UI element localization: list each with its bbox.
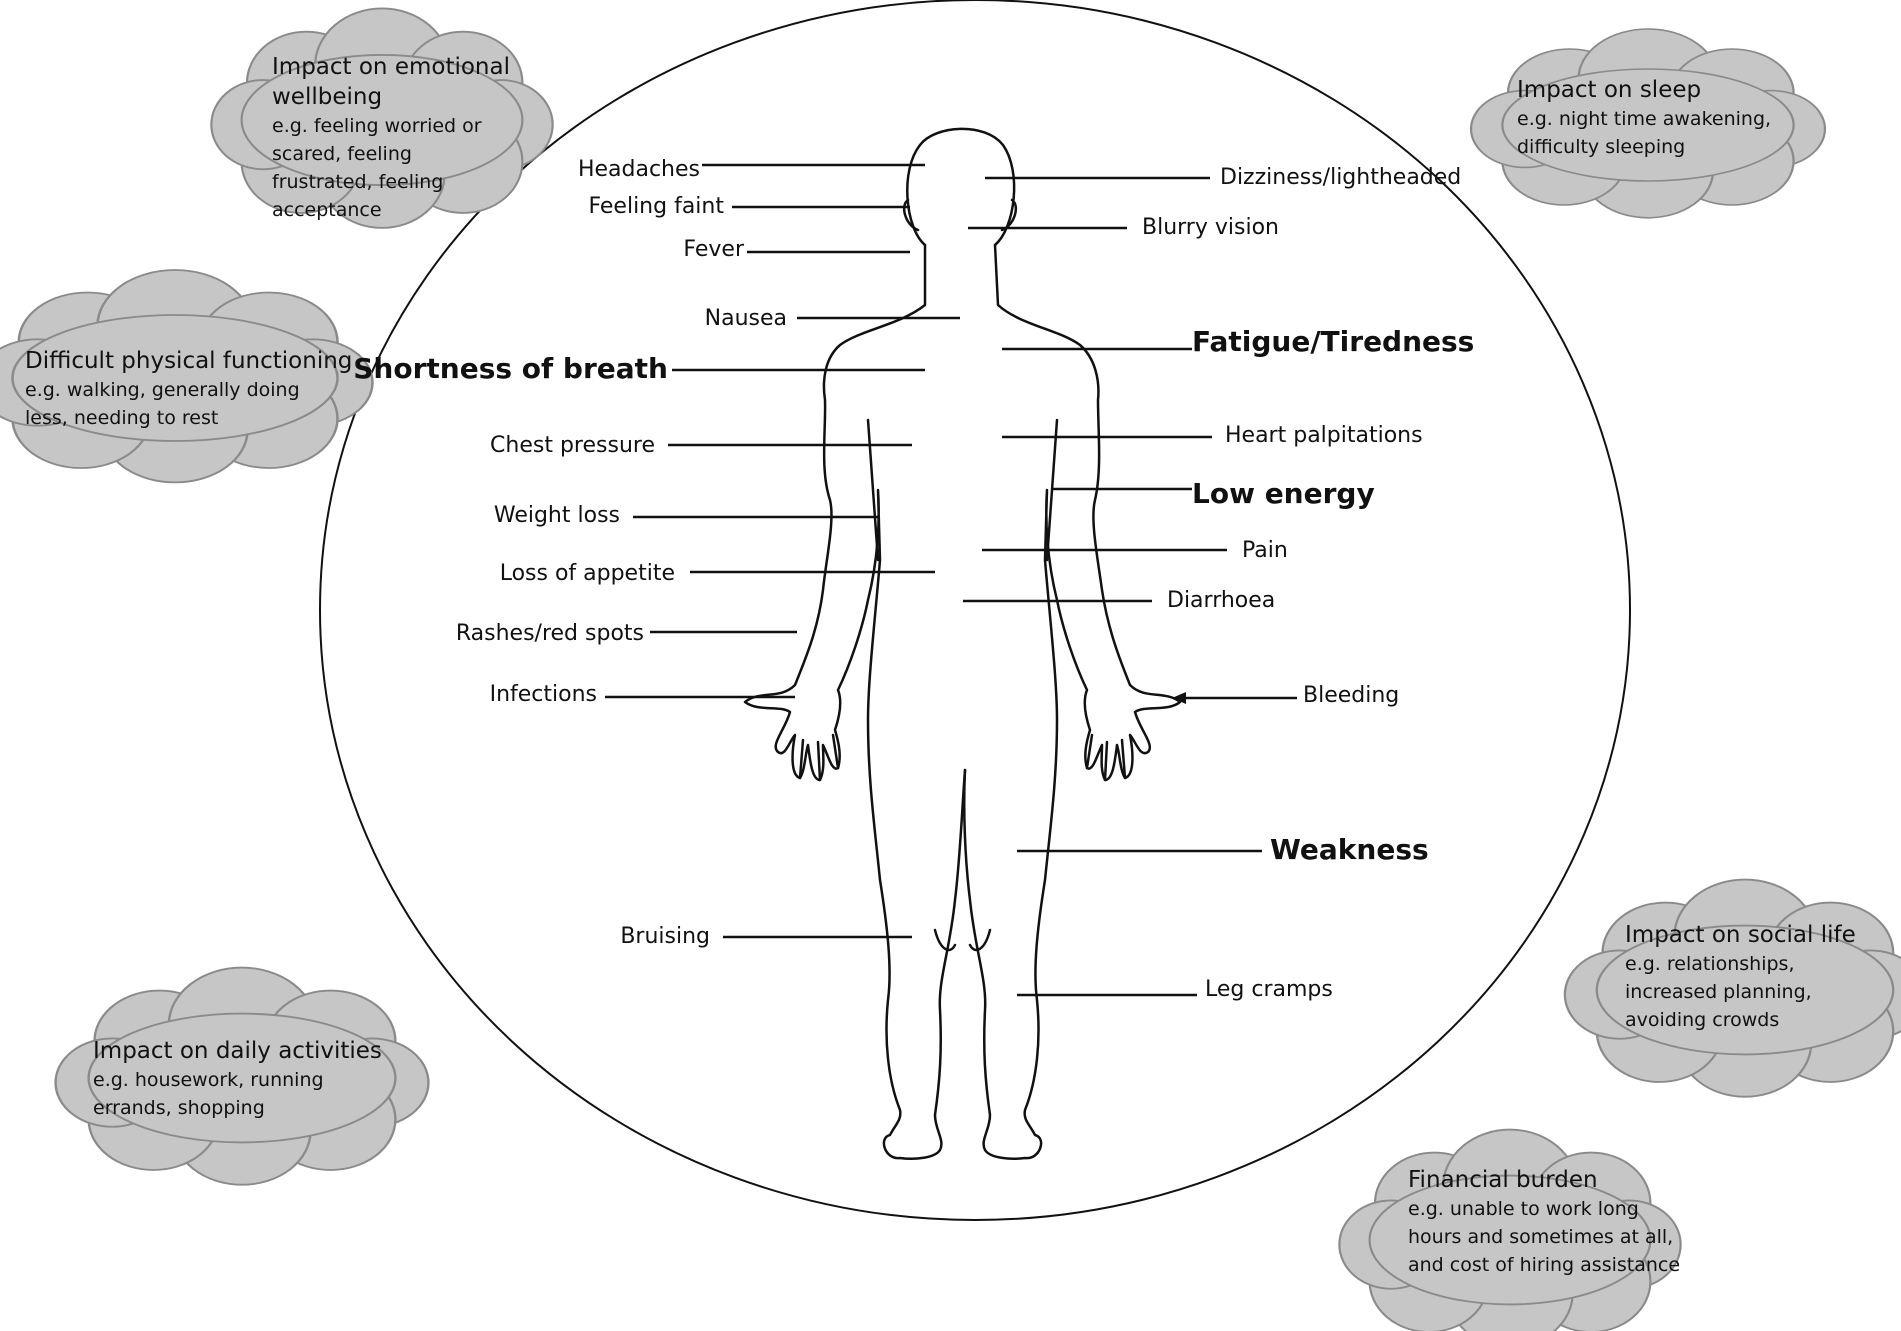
label-weight-loss: Weight loss xyxy=(493,503,620,528)
boundary-ellipse xyxy=(319,0,1631,1221)
label-fatigue: Fatigue/Tiredness xyxy=(1192,325,1475,358)
label-dizziness: Dizziness/lightheaded xyxy=(1220,165,1462,190)
label-headaches: Headaches xyxy=(577,157,700,182)
label-shortness-of-breath: Shortness of breath xyxy=(353,352,668,385)
cloud-daily-text: Impact on daily activities e.g. housewor… xyxy=(93,1036,382,1122)
cloud-sleep-text: Impact on sleep e.g. night time awakenin… xyxy=(1517,75,1782,161)
cloud-title: Financial burden xyxy=(1408,1167,1598,1193)
connector-lines xyxy=(605,163,1297,997)
cloud-desc: e.g. housework, running errands, shoppin… xyxy=(93,1069,324,1119)
cloud-desc: e.g. feeling worried or scared, feeling … xyxy=(272,115,482,221)
label-rashes: Rashes/red spots xyxy=(455,621,644,646)
cloud-title: Impact on emotional wellbeing xyxy=(272,54,510,110)
cloud-physical-text: Difficult physical functioning e.g. walk… xyxy=(25,346,353,432)
cloud-title: Impact on sleep xyxy=(1517,77,1702,103)
cloud-desc: e.g. relationships, increased planning, … xyxy=(1625,953,1812,1031)
label-chest-pressure: Chest pressure xyxy=(490,433,655,458)
cloud-title: Impact on social life xyxy=(1625,922,1856,948)
cloud-desc: e.g. walking, generally doing less, need… xyxy=(25,379,300,429)
label-infections: Infections xyxy=(489,682,597,707)
cloud-emotional-text: Impact on emotional wellbeing e.g. feeli… xyxy=(272,52,512,224)
bleeding-arrowhead xyxy=(1172,692,1186,704)
label-leg-cramps: Leg cramps xyxy=(1205,977,1333,1002)
label-blurry-vision: Blurry vision xyxy=(1142,215,1279,240)
label-diarrhoea: Diarrhoea xyxy=(1167,588,1276,613)
cloud-desc: e.g. unable to work long hours and somet… xyxy=(1408,1198,1681,1276)
label-weakness: Weakness xyxy=(1270,833,1429,866)
human-body-outline xyxy=(743,127,1182,1160)
cloud-desc: e.g. night time awakening, difficulty sl… xyxy=(1517,108,1772,158)
label-nausea: Nausea xyxy=(704,306,787,331)
label-bleeding: Bleeding xyxy=(1303,683,1400,708)
label-heart-palpitations: Heart palpitations xyxy=(1225,423,1423,448)
cloud-title: Difficult physical functioning xyxy=(25,348,353,374)
label-low-energy: Low energy xyxy=(1192,477,1375,510)
label-bruising: Bruising xyxy=(620,924,710,949)
label-feeling-faint: Feeling faint xyxy=(588,194,724,219)
cloud-financial-text: Financial burden e.g. unable to work lon… xyxy=(1408,1165,1698,1279)
label-pain: Pain xyxy=(1242,538,1288,563)
label-fever: Fever xyxy=(683,237,744,262)
cloud-title: Impact on daily activities xyxy=(93,1038,382,1064)
label-loss-of-appetite: Loss of appetite xyxy=(499,561,675,586)
cloud-social-text: Impact on social life e.g. relationships… xyxy=(1625,920,1885,1034)
